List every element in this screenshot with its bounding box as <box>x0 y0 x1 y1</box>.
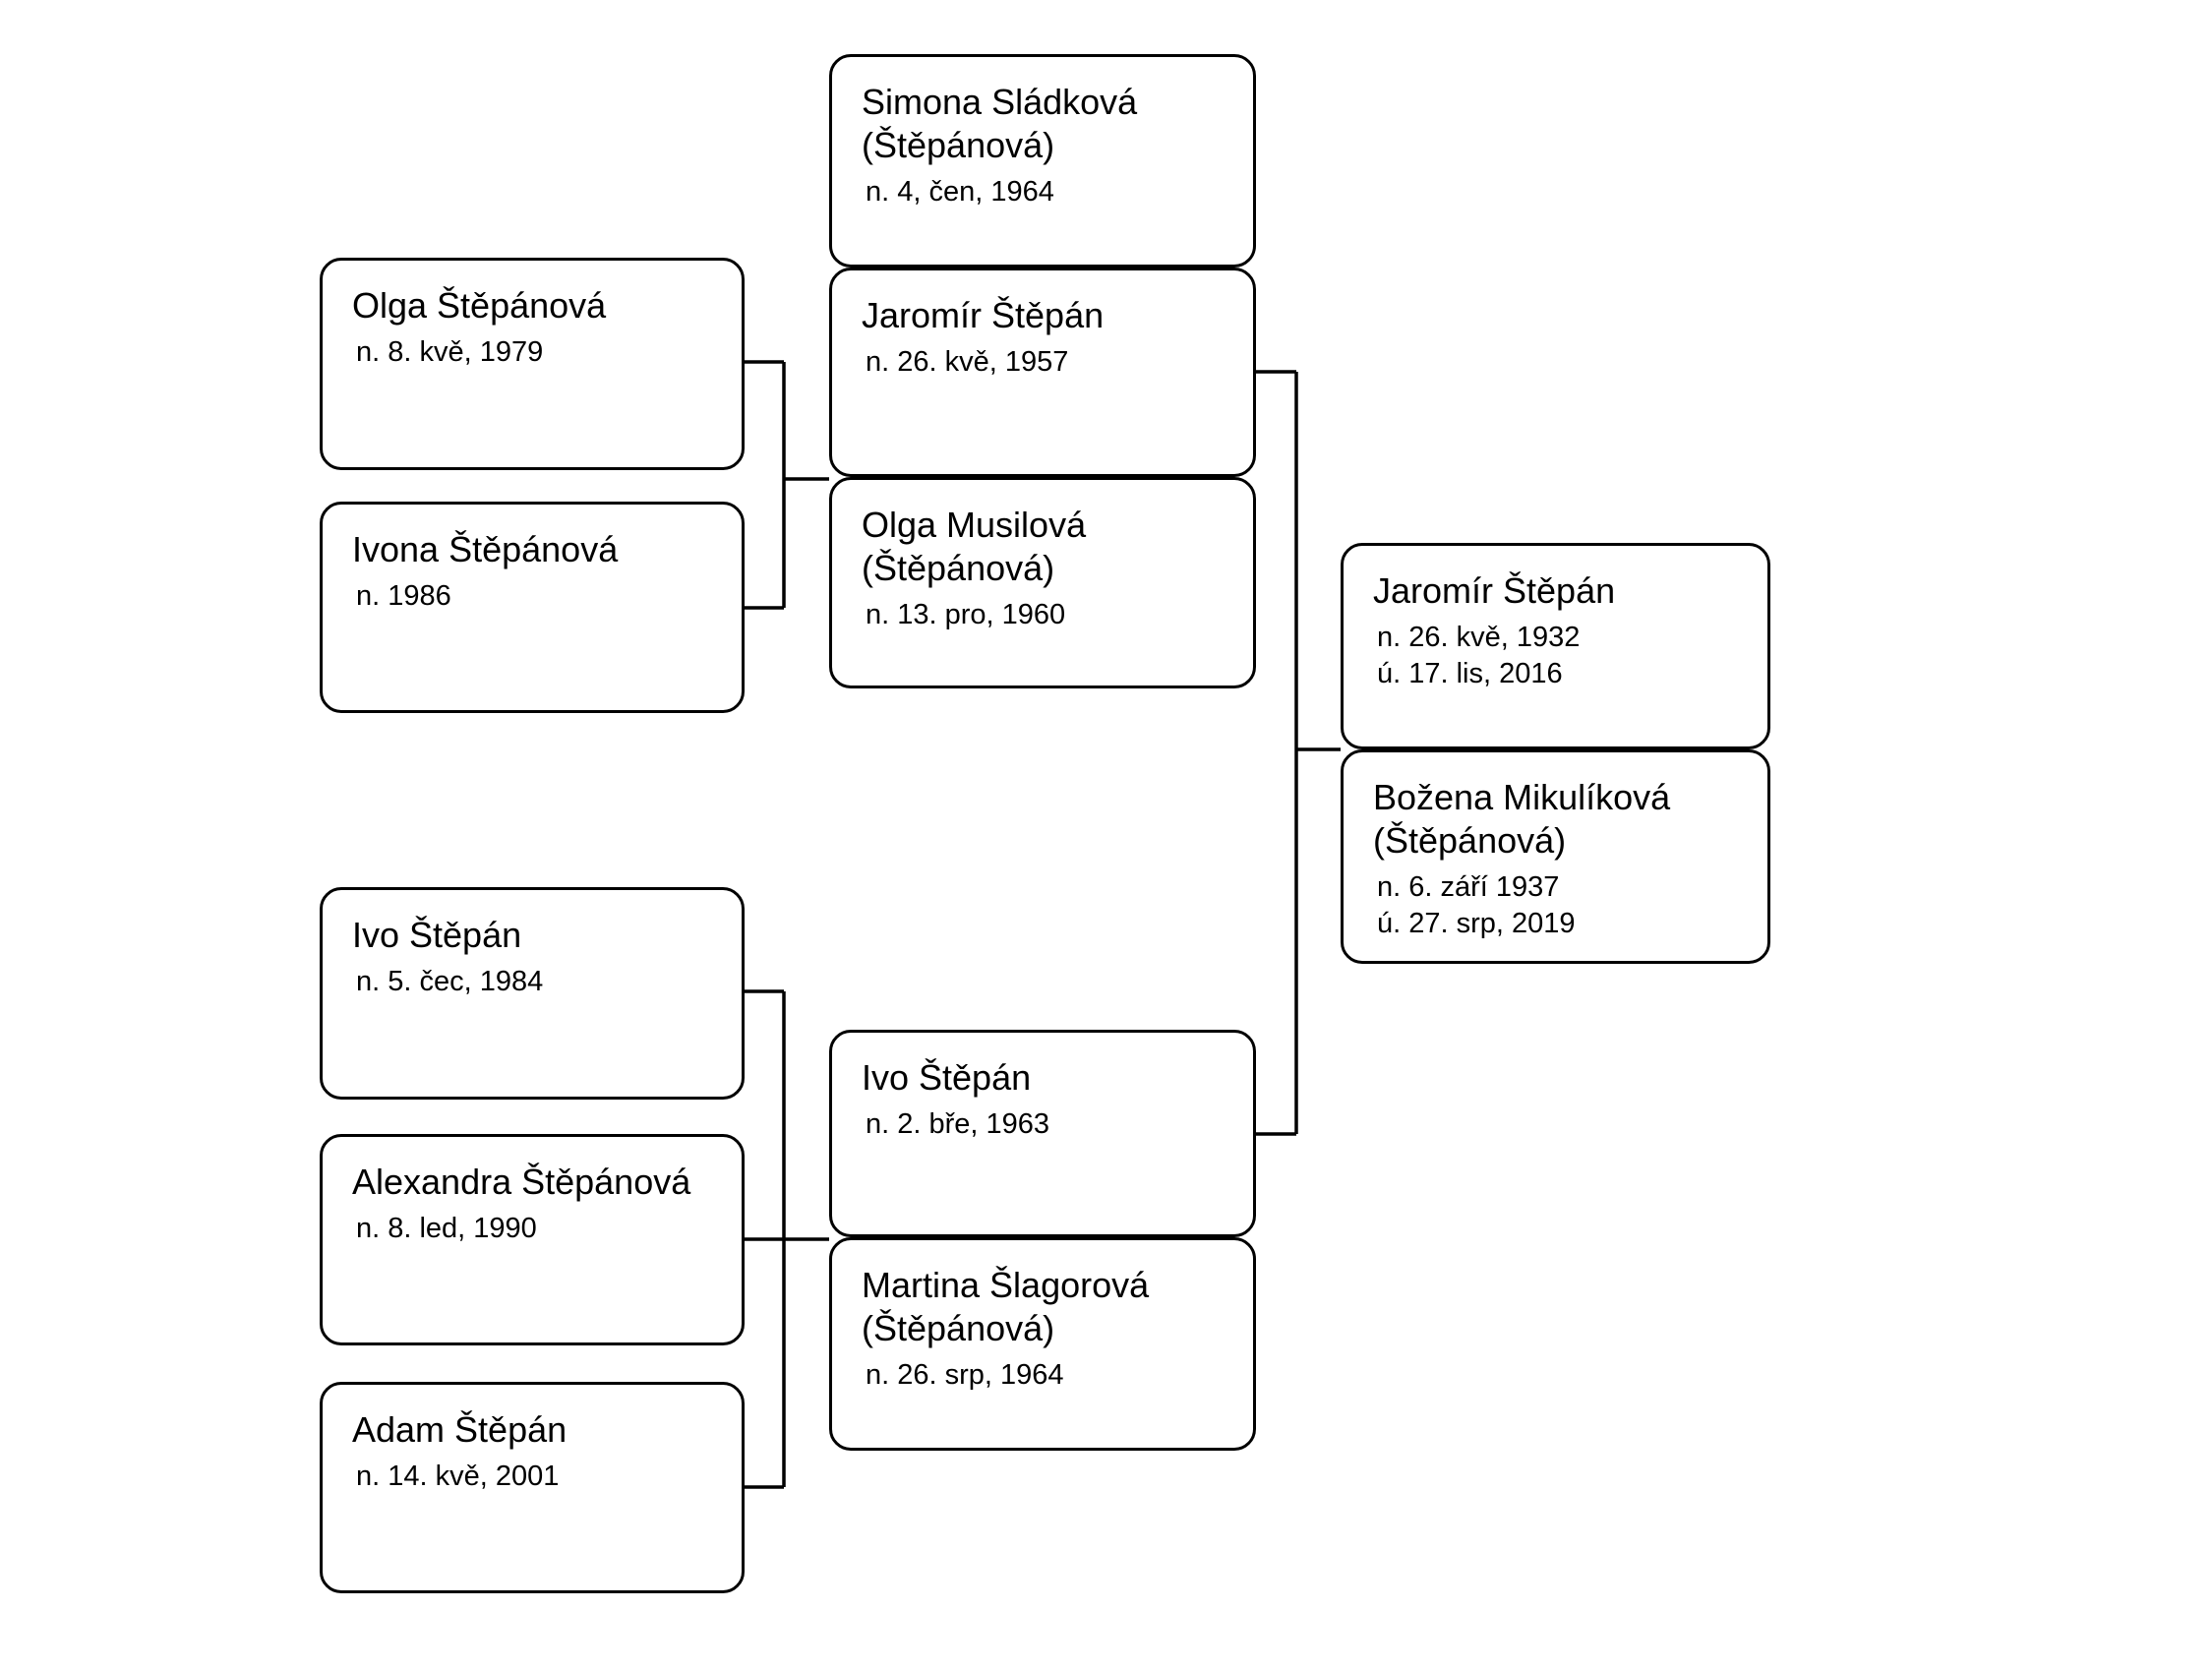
person-birth-date: n. 8. kvě, 1979 <box>356 336 544 368</box>
person-birth-date: n. 26. srp, 1964 <box>866 1359 1064 1391</box>
person-box-ivo-stepan-1963[interactable]: Ivo Štěpán n. 2. bře, 1963 <box>829 1030 1256 1237</box>
person-birth-date: n. 6. září 1937 <box>1377 871 1560 903</box>
person-name: Ivo Štěpán <box>862 1057 1032 1098</box>
person-birth-date: n. 14. kvě, 2001 <box>356 1461 560 1492</box>
person-name: Jaromír Štěpán <box>1373 570 1616 611</box>
person-box-ivona-stepanova[interactable]: Ivona Štěpánová n. 1986 <box>320 502 745 713</box>
person-box-martina-slagorova[interactable]: Martina Šlagorová (Štěpánová) n. 26. srp… <box>829 1237 1256 1451</box>
person-name: Ivo Štěpán <box>352 915 522 955</box>
person-box-simona-sladkova[interactable]: Simona Sládková (Štěpánová) n. 4, čen, 1… <box>829 54 1256 268</box>
person-birth-date: n. 8. led, 1990 <box>356 1213 537 1244</box>
person-death-date: ú. 17. lis, 2016 <box>1377 658 1563 689</box>
person-name: Olga Štěpánová <box>352 285 607 326</box>
person-maiden-name: (Štěpánová) <box>862 548 1055 588</box>
person-maiden-name: (Štěpánová) <box>1373 820 1567 861</box>
person-box-jaromir-stepan-1957[interactable]: Jaromír Štěpán n. 26. kvě, 1957 <box>829 268 1256 477</box>
person-birth-date: n. 5. čec, 1984 <box>356 966 544 997</box>
person-box-ivo-stepan-1984[interactable]: Ivo Štěpán n. 5. čec, 1984 <box>320 887 745 1100</box>
person-death-date: ú. 27. srp, 2019 <box>1377 908 1576 939</box>
family-connector-lower-left <box>745 989 829 1489</box>
person-box-jaromir-stepan-1932[interactable]: Jaromír Štěpán n. 26. kvě, 1932 ú. 17. l… <box>1341 543 1770 749</box>
person-birth-date: n. 26. kvě, 1932 <box>1377 622 1581 653</box>
family-connector-right <box>1256 370 1341 1136</box>
person-maiden-name: (Štěpánová) <box>862 1308 1055 1348</box>
person-birth-date: n. 1986 <box>356 580 451 612</box>
family-connector-upper-left <box>745 360 829 610</box>
person-name: Simona Sládková <box>862 82 1138 122</box>
person-box-adam-stepan[interactable]: Adam Štěpán n. 14. kvě, 2001 <box>320 1382 745 1593</box>
person-birth-date: n. 2. bře, 1963 <box>866 1108 1050 1140</box>
person-name: Jaromír Štěpán <box>862 295 1105 335</box>
person-name: Božena Mikulíková <box>1373 777 1671 817</box>
person-box-alexandra-stepanova[interactable]: Alexandra Štěpánová n. 8. led, 1990 <box>320 1134 745 1345</box>
person-maiden-name: (Štěpánová) <box>862 125 1055 165</box>
person-box-bozena-mikulikova[interactable]: Božena Mikulíková (Štěpánová) n. 6. září… <box>1341 749 1770 964</box>
person-name: Olga Musilová <box>862 505 1087 545</box>
person-box-olga-musilova[interactable]: Olga Musilová (Štěpánová) n. 13. pro, 19… <box>829 477 1256 688</box>
person-name: Alexandra Štěpánová <box>352 1162 691 1202</box>
person-birth-date: n. 4, čen, 1964 <box>866 176 1054 208</box>
person-birth-date: n. 26. kvě, 1957 <box>866 346 1069 378</box>
person-name: Martina Šlagorová <box>862 1265 1150 1305</box>
person-birth-date: n. 13. pro, 1960 <box>866 599 1066 630</box>
person-name: Adam Štěpán <box>352 1409 568 1450</box>
person-box-olga-stepanova[interactable]: Olga Štěpánová n. 8. kvě, 1979 <box>320 258 745 470</box>
person-name: Ivona Štěpánová <box>352 529 619 569</box>
